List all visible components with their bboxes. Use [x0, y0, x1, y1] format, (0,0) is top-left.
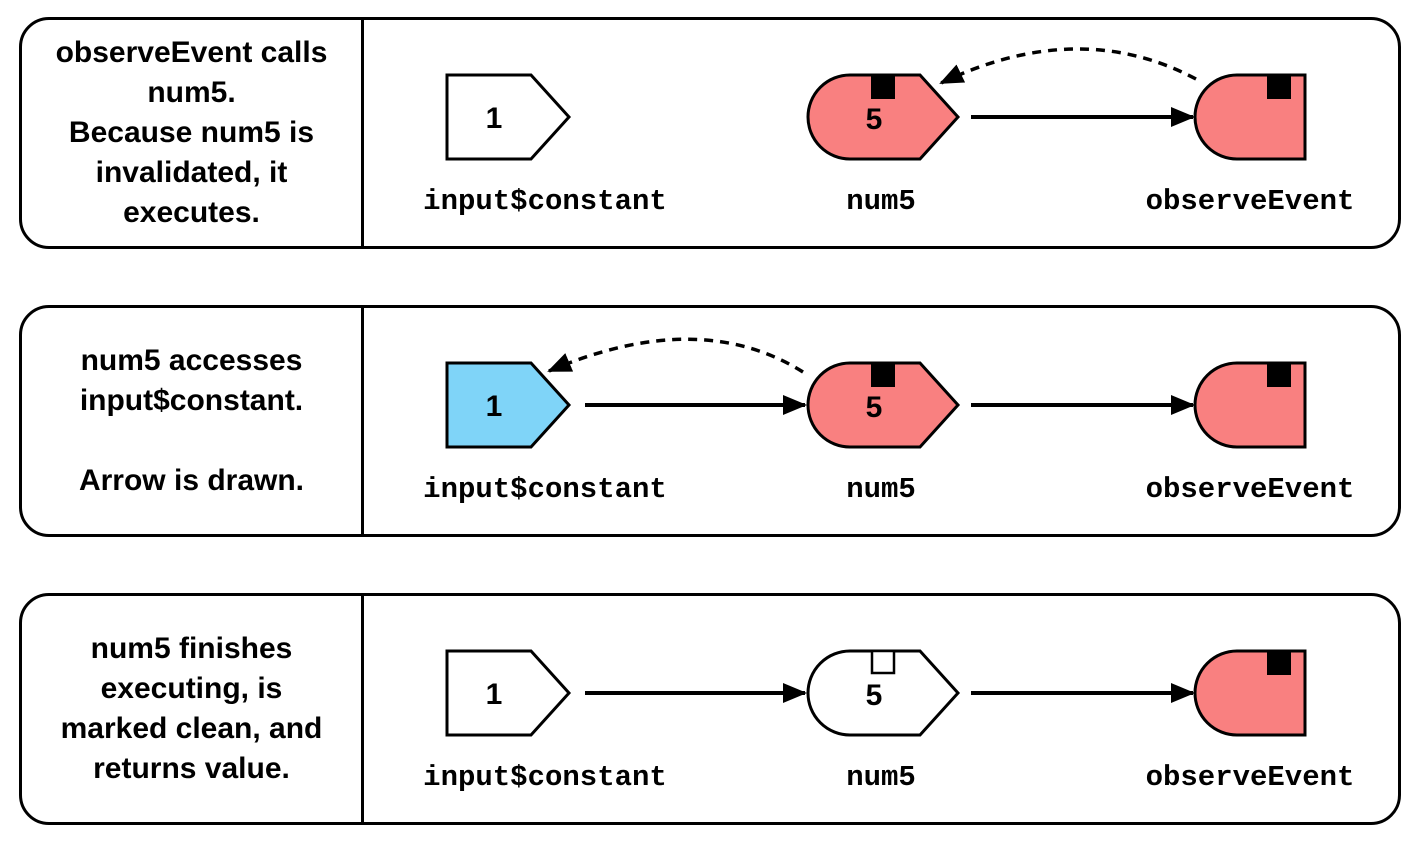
observer-node: observeEvent — [1146, 361, 1355, 506]
caption-line: invalidated, it — [95, 156, 288, 189]
caption-line: num5 finishes — [90, 632, 293, 665]
input-node-shape — [445, 649, 572, 737]
invalidated-flag-icon — [1267, 651, 1291, 675]
step-panel-3: num5 finishes executing, is marked clean, … — [19, 593, 1401, 825]
input-node: 1 input$constant — [423, 73, 667, 218]
observer-node: observeEvent — [1146, 649, 1355, 794]
clean-flag-icon — [870, 649, 896, 675]
step-caption: num5 accesses input$constant. Arrow is dra… — [79, 341, 304, 501]
invalidated-flag-icon — [1267, 75, 1291, 99]
step-caption-cell: observeEvent calls num5. Because num5 is in… — [22, 20, 364, 246]
observer-node: observeEvent — [1146, 73, 1355, 218]
input-node-label: input$constant — [423, 473, 667, 506]
graph-canvas: 1 input$constant 5 num5 observeEvent — [423, 47, 1355, 218]
caption-line: Arrow is drawn. — [78, 464, 305, 497]
caption-line: marked clean, and — [60, 712, 323, 745]
invalidated-flag-icon — [871, 75, 895, 99]
observer-node-label: observeEvent — [1146, 473, 1355, 506]
num5-node-value: 5 — [866, 391, 883, 424]
caption-line: input$constant. — [79, 384, 304, 417]
observer-node-label: observeEvent — [1146, 185, 1355, 218]
caption-line: executes. — [123, 196, 260, 229]
input-node-shape — [445, 73, 572, 161]
input-node-label: input$constant — [423, 761, 667, 794]
num5-node-shape — [806, 73, 961, 161]
input-node-value: 1 — [486, 390, 503, 423]
step-caption: observeEvent calls num5. Because num5 is in… — [56, 33, 328, 233]
num5-node: 5 num5 — [806, 361, 961, 506]
input-node-label: input$constant — [423, 185, 667, 218]
num5-node: 5 num5 — [806, 649, 961, 794]
step-caption: num5 finishes executing, is marked clean, … — [61, 629, 323, 789]
graph-canvas: 1 input$constant 5 num5 observeEvent — [423, 649, 1355, 794]
num5-node-shape — [806, 649, 961, 737]
invalidated-flag-icon — [871, 363, 895, 387]
input-node-shape — [445, 361, 572, 449]
num5-node-label: num5 — [846, 473, 916, 506]
caption-line: num5 accesses — [80, 344, 303, 377]
caption-line: executing, is — [100, 672, 283, 705]
caption-line: Because num5 is — [68, 116, 315, 149]
caption-line: num5. — [147, 76, 236, 109]
graph-canvas: 1 input$constant 5 num5 observeEvent — [423, 337, 1355, 506]
input-node: 1 input$constant — [423, 649, 667, 794]
call-arrow-observer-to-num5 — [939, 47, 1197, 85]
input-node-value: 1 — [486, 678, 503, 711]
num5-node: 5 num5 — [806, 73, 961, 218]
step-caption-cell: num5 accesses input$constant. Arrow is dra… — [22, 308, 364, 534]
step-panel-2: num5 accesses input$constant. Arrow is dra… — [19, 305, 1401, 537]
invalidated-flag-icon — [1267, 363, 1291, 387]
num5-node-label: num5 — [846, 761, 916, 794]
step-caption-cell: num5 finishes executing, is marked clean, … — [22, 596, 364, 822]
num5-node-label: num5 — [846, 185, 916, 218]
input-node-value: 1 — [486, 102, 503, 135]
num5-node-value: 5 — [866, 103, 883, 136]
num5-node-value: 5 — [866, 679, 883, 712]
caption-line: returns value. — [93, 752, 290, 785]
caption-line: observeEvent calls — [55, 36, 328, 69]
num5-node-shape — [806, 361, 961, 449]
call-arrow-num5-to-input — [547, 337, 804, 374]
input-node: 1 input$constant — [423, 361, 667, 506]
step-panel-1: observeEvent calls num5. Because num5 is in… — [19, 17, 1401, 249]
observer-node-label: observeEvent — [1146, 761, 1355, 794]
